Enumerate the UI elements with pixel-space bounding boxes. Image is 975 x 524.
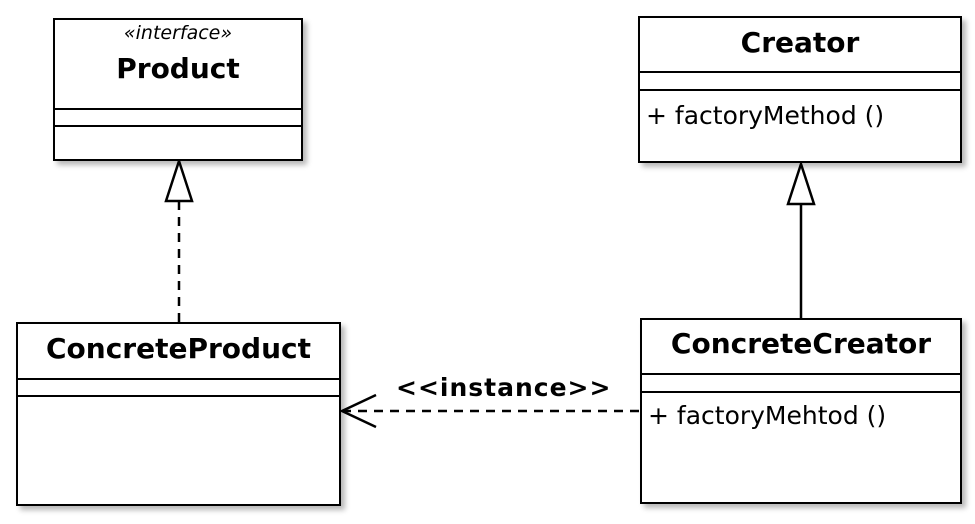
concrete-creator-factory-method: + factoryMehtod () — [648, 401, 887, 430]
realization-arrowhead — [164, 156, 194, 203]
class-product-name-section: «interface» Product — [55, 20, 301, 110]
class-concrete-creator-attributes — [642, 375, 960, 393]
generalization-arrowhead — [786, 159, 816, 206]
class-concrete-product[interactable]: ConcreteProduct — [16, 322, 341, 506]
class-creator-operations: + factoryMethod () — [640, 91, 960, 133]
class-creator-name: Creator — [740, 26, 860, 59]
class-creator-name-section: Creator — [640, 18, 960, 73]
class-concrete-creator-name-section: ConcreteCreator — [642, 320, 960, 375]
class-concrete-creator[interactable]: ConcreteCreator + factoryMehtod () — [640, 318, 962, 504]
instance-dependency-label: <<instance>> — [396, 373, 612, 402]
class-concrete-product-name: ConcreteProduct — [45, 332, 311, 365]
class-concrete-product-name-section: ConcreteProduct — [18, 324, 339, 380]
class-concrete-creator-name: ConcreteCreator — [670, 327, 932, 360]
class-product[interactable]: «interface» Product — [53, 18, 303, 161]
class-concrete-creator-operations: + factoryMehtod () — [642, 393, 960, 433]
dependency-arrowhead — [339, 393, 377, 429]
class-concrete-product-attributes — [18, 380, 339, 397]
class-creator-attributes — [640, 73, 960, 91]
creator-factory-method: + factoryMethod () — [646, 101, 885, 130]
class-creator[interactable]: Creator + factoryMethod () — [638, 16, 962, 163]
class-product-attributes — [55, 110, 301, 127]
interface-stereotype: «interface» — [123, 22, 233, 44]
class-product-name: Product — [116, 52, 240, 85]
